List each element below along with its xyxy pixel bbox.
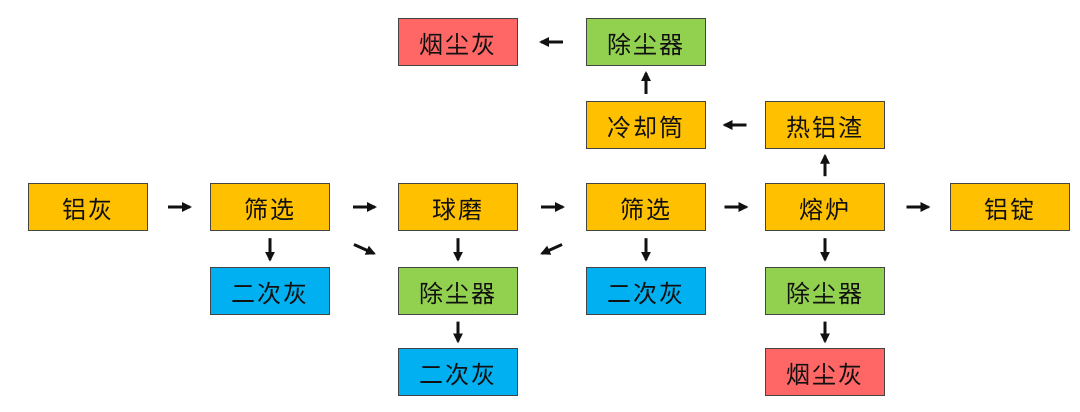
node-er-ci-hui-mid: 二次灰 — [398, 348, 518, 396]
node-er-ci-hui-2: 二次灰 — [586, 267, 706, 315]
node-lv-ding: 铝锭 — [950, 183, 1070, 231]
node-qiu-mo: 球磨 — [398, 183, 518, 231]
node-yan-chen-hui-top: 烟尘灰 — [398, 18, 518, 66]
node-chu-chen-qi-mid: 除尘器 — [398, 267, 518, 315]
node-chu-chen-qi-top: 除尘器 — [586, 18, 706, 66]
node-re-lv-zha: 热铝渣 — [765, 101, 885, 149]
node-leng-que-tong: 冷却筒 — [586, 101, 706, 149]
node-er-ci-hui-1: 二次灰 — [210, 267, 330, 315]
arrow-shai_xuan_2-to-chu_chen_qi_mid — [540, 243, 563, 255]
node-rong-lu: 熔炉 — [765, 183, 885, 231]
node-chu-chen-qi-right: 除尘器 — [765, 267, 885, 315]
node-shai-xuan-2: 筛选 — [586, 183, 706, 231]
node-shai-xuan-1: 筛选 — [210, 183, 330, 231]
arrow-shai_xuan_1-to-chu_chen_qi_mid — [353, 243, 376, 255]
node-lv-hui: 铝灰 — [28, 183, 148, 231]
node-yan-chen-hui-bottom: 烟尘灰 — [765, 348, 885, 396]
